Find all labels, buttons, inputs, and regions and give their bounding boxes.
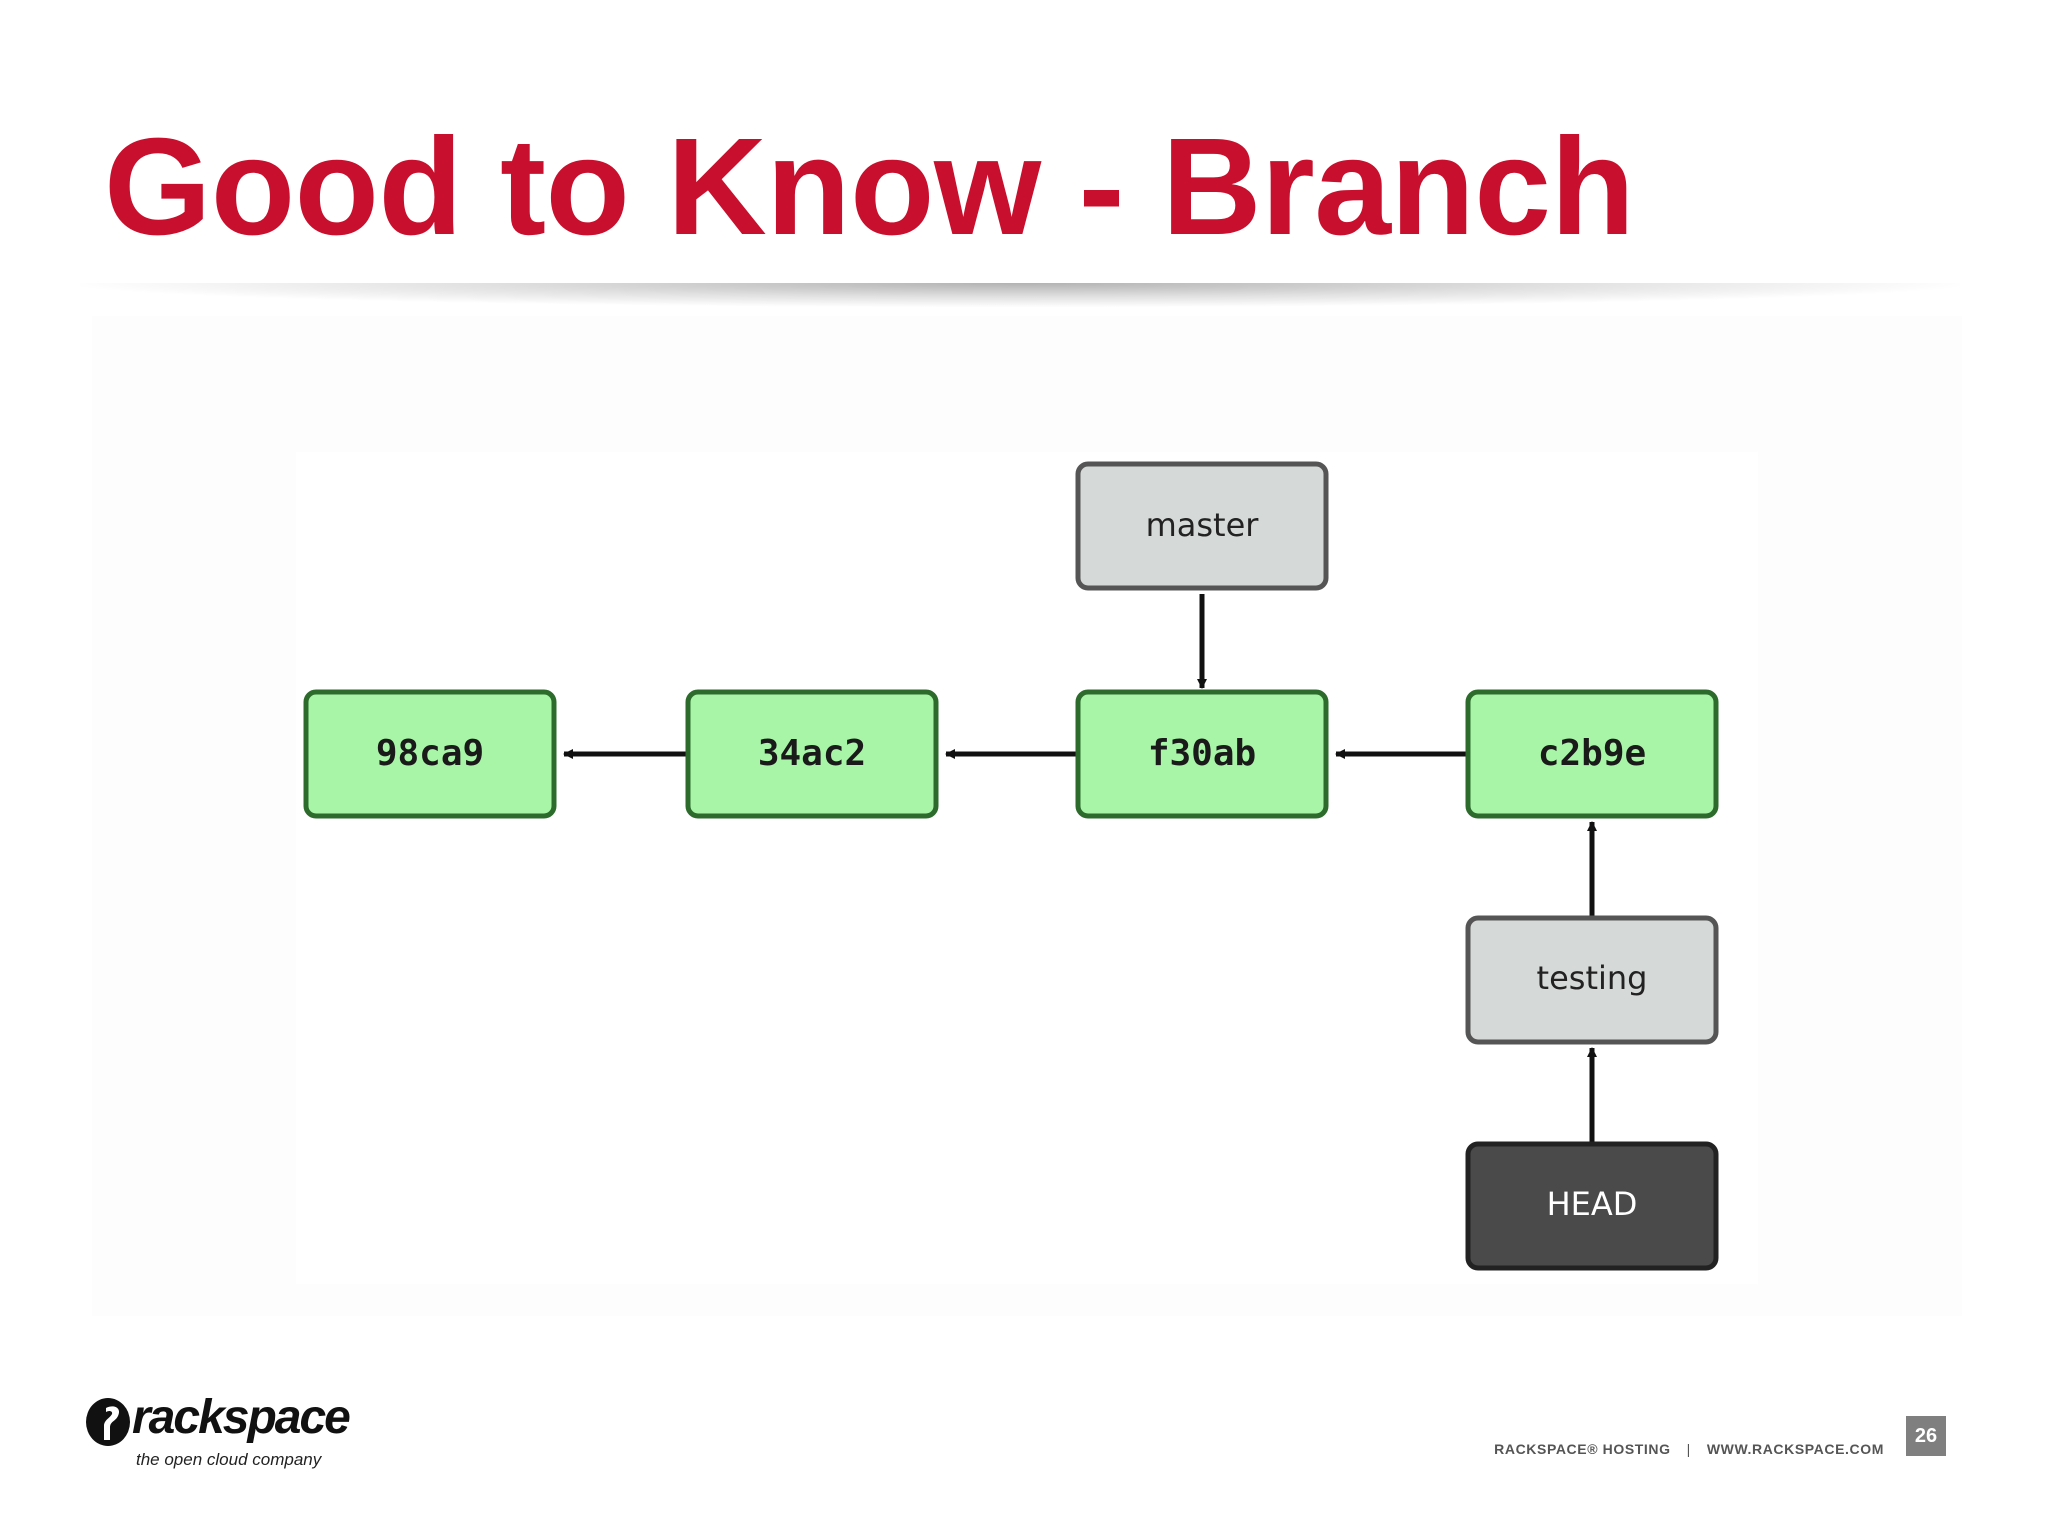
commit-box (1465, 689, 1719, 819)
branch-box (1465, 915, 1719, 1045)
commit-box (685, 689, 939, 819)
commit-label: 98ca9 (376, 733, 484, 774)
commit-node-f30ab: f30ab (1075, 689, 1329, 819)
page-number: 26 (1906, 1416, 1946, 1456)
commit-label: 34ac2 (758, 733, 866, 774)
branch-diagram: 98ca9 34ac2 f30ab c2b9e master testing H… (296, 452, 1758, 1284)
branch-label: master (1146, 506, 1260, 544)
branch-diagram-svg: 98ca9 34ac2 f30ab c2b9e master testing H… (303, 461, 1719, 1271)
commit-node-34ac2: 34ac2 (685, 689, 939, 819)
logo-wordmark: rackspace (132, 1391, 351, 1444)
footer: RACKSPACE® HOSTING | WWW.RACKSPACE.COM (1494, 1440, 1884, 1458)
diagram-edges (563, 594, 1597, 1144)
commit-node-98ca9: 98ca9 (303, 689, 557, 819)
commit-label: f30ab (1148, 733, 1256, 774)
head-label: HEAD (1547, 1185, 1638, 1223)
head-node: HEAD (1465, 1141, 1719, 1271)
footer-separator: | (1686, 1441, 1691, 1457)
head-box (1465, 1141, 1719, 1271)
branch-label: testing (1537, 959, 1648, 997)
commit-box (1075, 689, 1329, 819)
branch-node-testing: testing (1465, 915, 1719, 1045)
title-divider (80, 283, 1960, 307)
footer-website: WWW.RACKSPACE.COM (1706, 1441, 1884, 1457)
footer-company: RACKSPACE® HOSTING (1494, 1441, 1671, 1457)
commit-node-c2b9e: c2b9e (1465, 689, 1719, 819)
branch-node-master: master (1075, 461, 1329, 591)
rackspace-logo-icon (86, 1398, 130, 1446)
rackspace-logo: rackspace the open cloud company (84, 1386, 364, 1476)
commit-box (303, 689, 557, 819)
slide-title: Good to Know - Branch (104, 110, 1635, 264)
branch-box (1075, 461, 1329, 591)
logo-tagline: the open cloud company (136, 1450, 322, 1469)
commit-label: c2b9e (1538, 733, 1646, 774)
